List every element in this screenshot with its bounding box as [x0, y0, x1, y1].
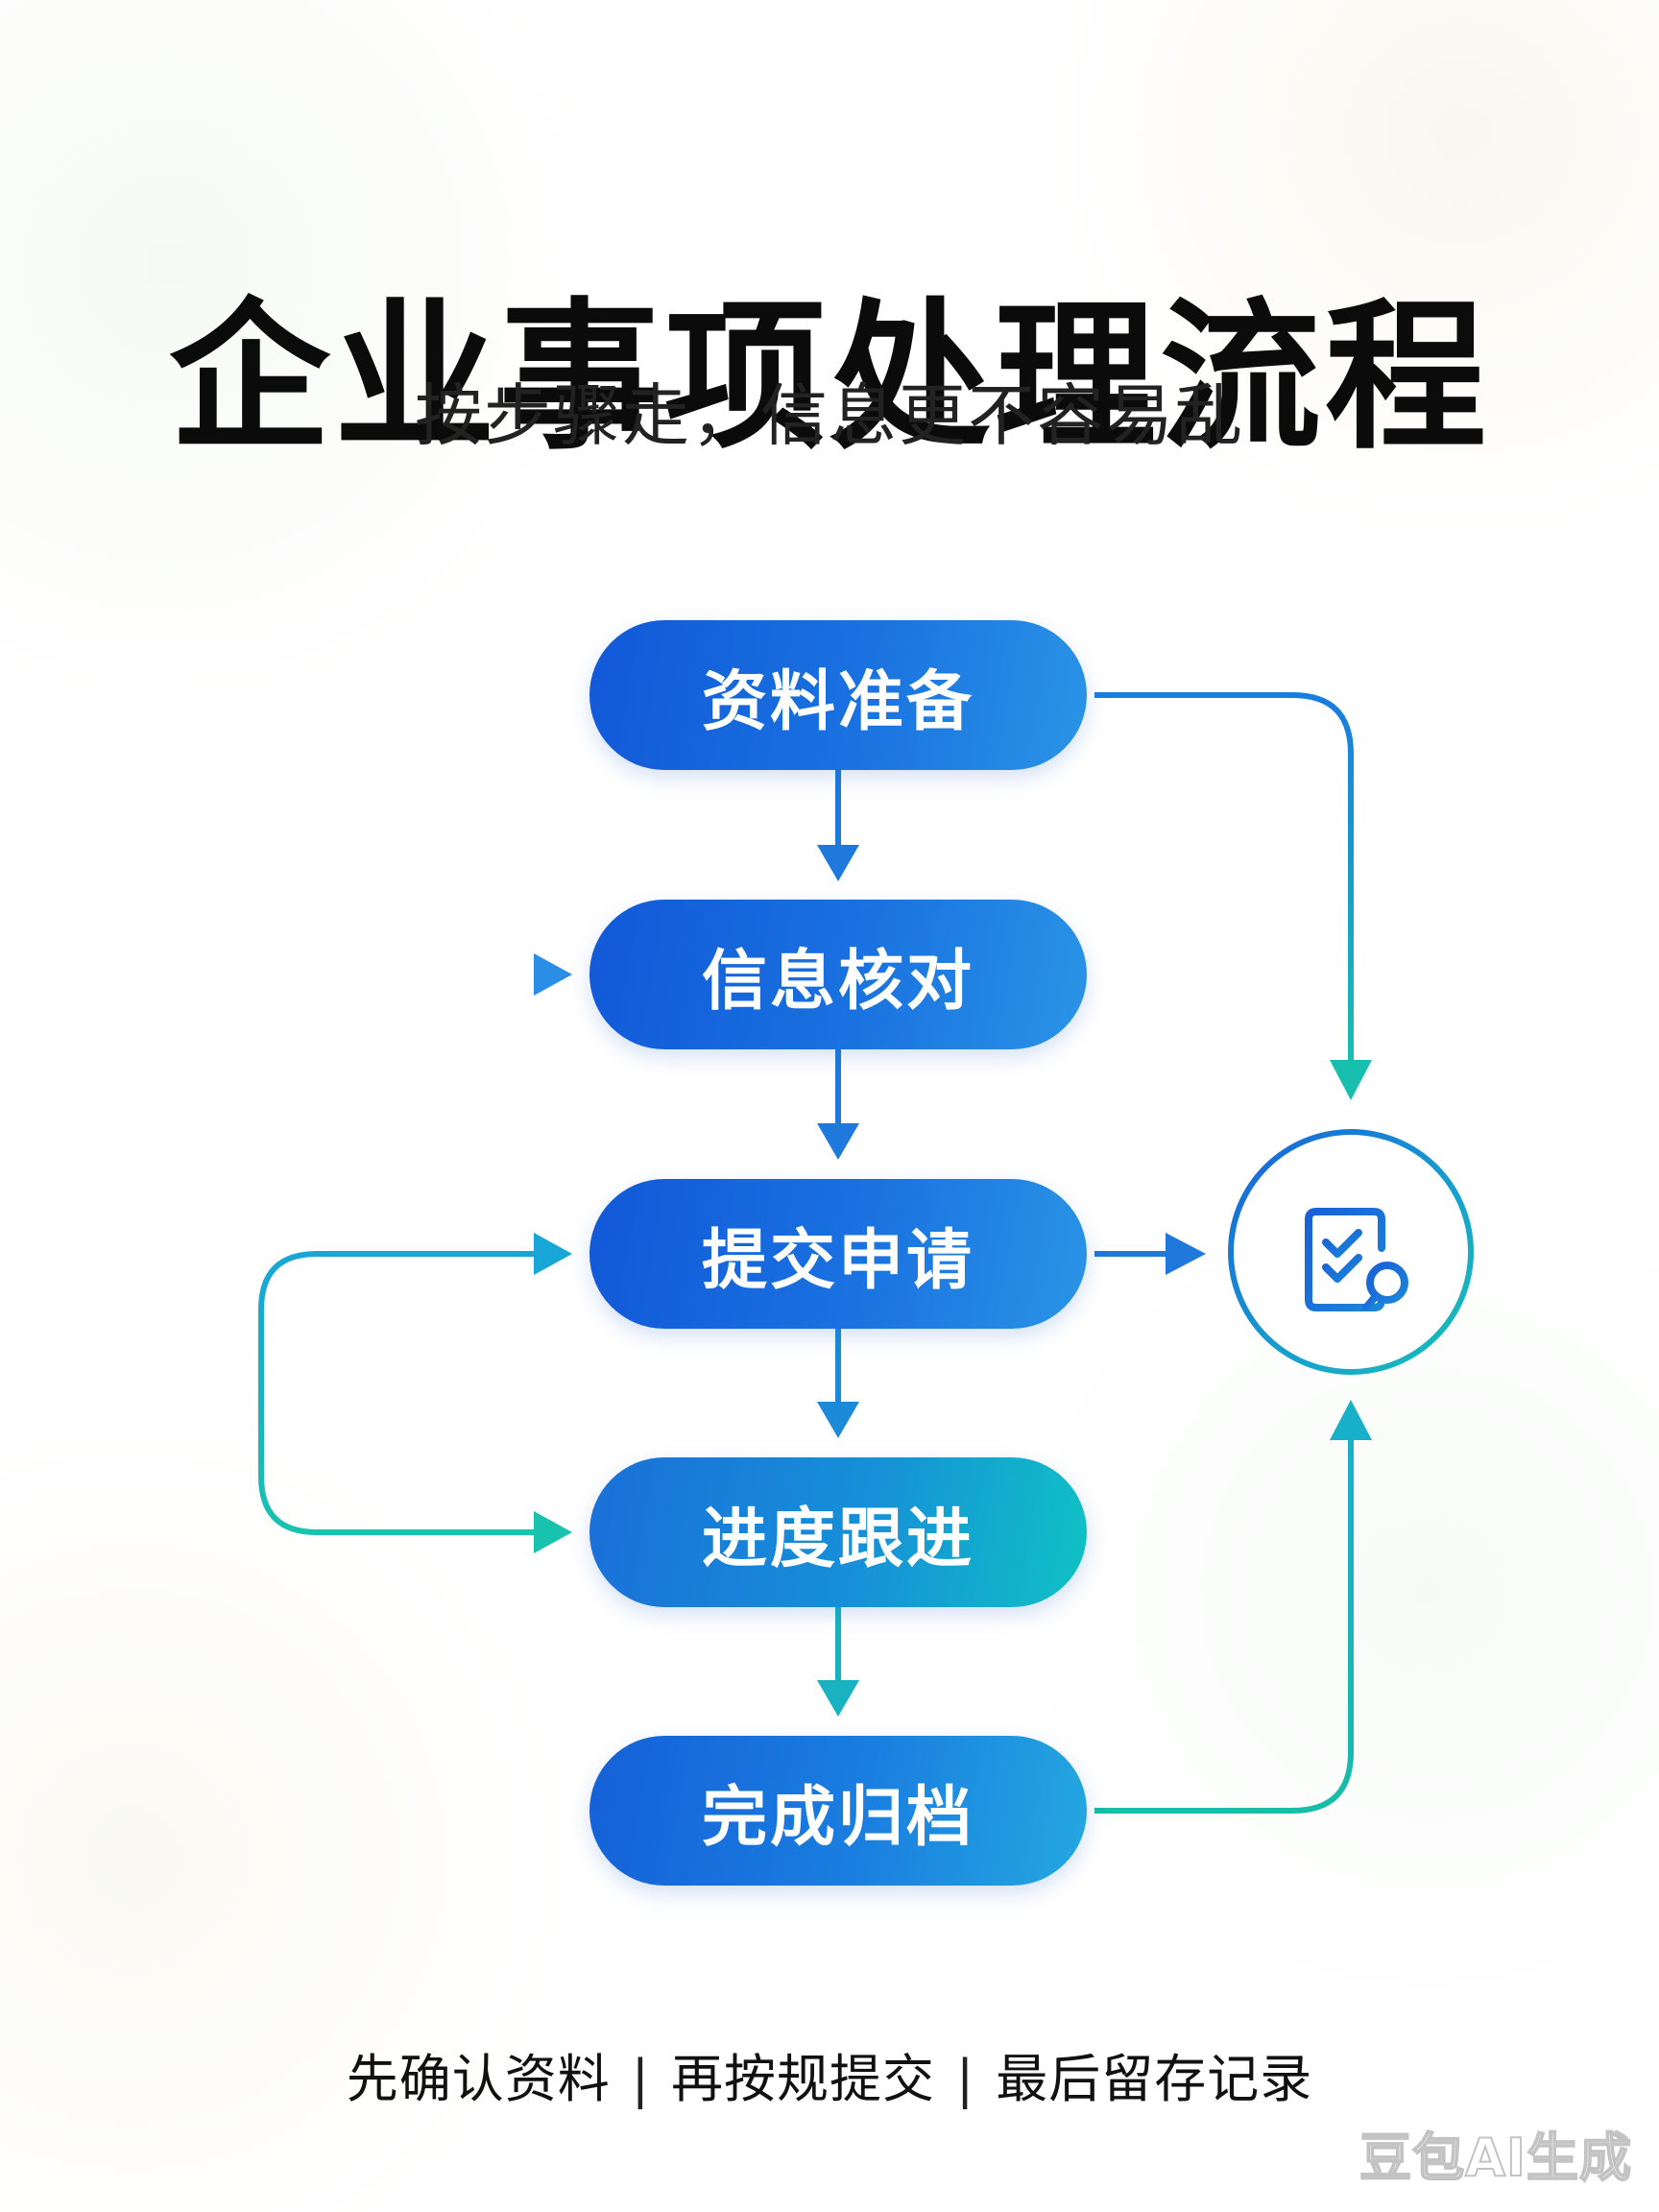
document-check-search-icon	[1305, 1208, 1408, 1311]
result-circle	[1228, 1129, 1474, 1375]
step-1-material-prep: 资料准备	[589, 620, 1087, 770]
footer-separator-1: |	[631, 2049, 650, 2109]
incoming-arrow-left	[221, 953, 572, 996]
step-3-submit-application: 提交申请	[589, 1179, 1087, 1329]
step-arrow-1-2	[817, 770, 859, 881]
step-arrow-3-4	[817, 1329, 859, 1438]
ai-watermark: 豆包AI生成	[1358, 2127, 1632, 2189]
step-arrow-2-3	[817, 1049, 859, 1160]
step-2-info-check: 信息核对	[589, 900, 1087, 1049]
connector-step1-to-result	[1094, 692, 1372, 1100]
connector-step5-to-result	[1094, 1400, 1372, 1814]
step-4-progress-tracking: 进度跟进	[589, 1457, 1087, 1607]
loop-back-connector	[258, 1233, 572, 1553]
footer-part-1: 先确认资料	[346, 2049, 611, 2109]
step-arrow-4-5	[817, 1607, 859, 1717]
footer-part-3: 最后留存记录	[996, 2049, 1313, 2109]
step-5-complete-archive: 完成归档	[589, 1736, 1087, 1886]
footer-part-2: 再按规提交	[671, 2049, 935, 2109]
footer-separator-2: |	[956, 2049, 975, 2109]
connector-step3-to-result	[1094, 1233, 1206, 1275]
footer-note: 先确认资料 | 再按规提交 | 最后留存记录	[0, 2041, 1659, 2118]
page-title: 企业事项处理流程	[169, 282, 1490, 471]
page-subtitle: 按步骤走，信息更不容易乱	[415, 376, 1244, 455]
